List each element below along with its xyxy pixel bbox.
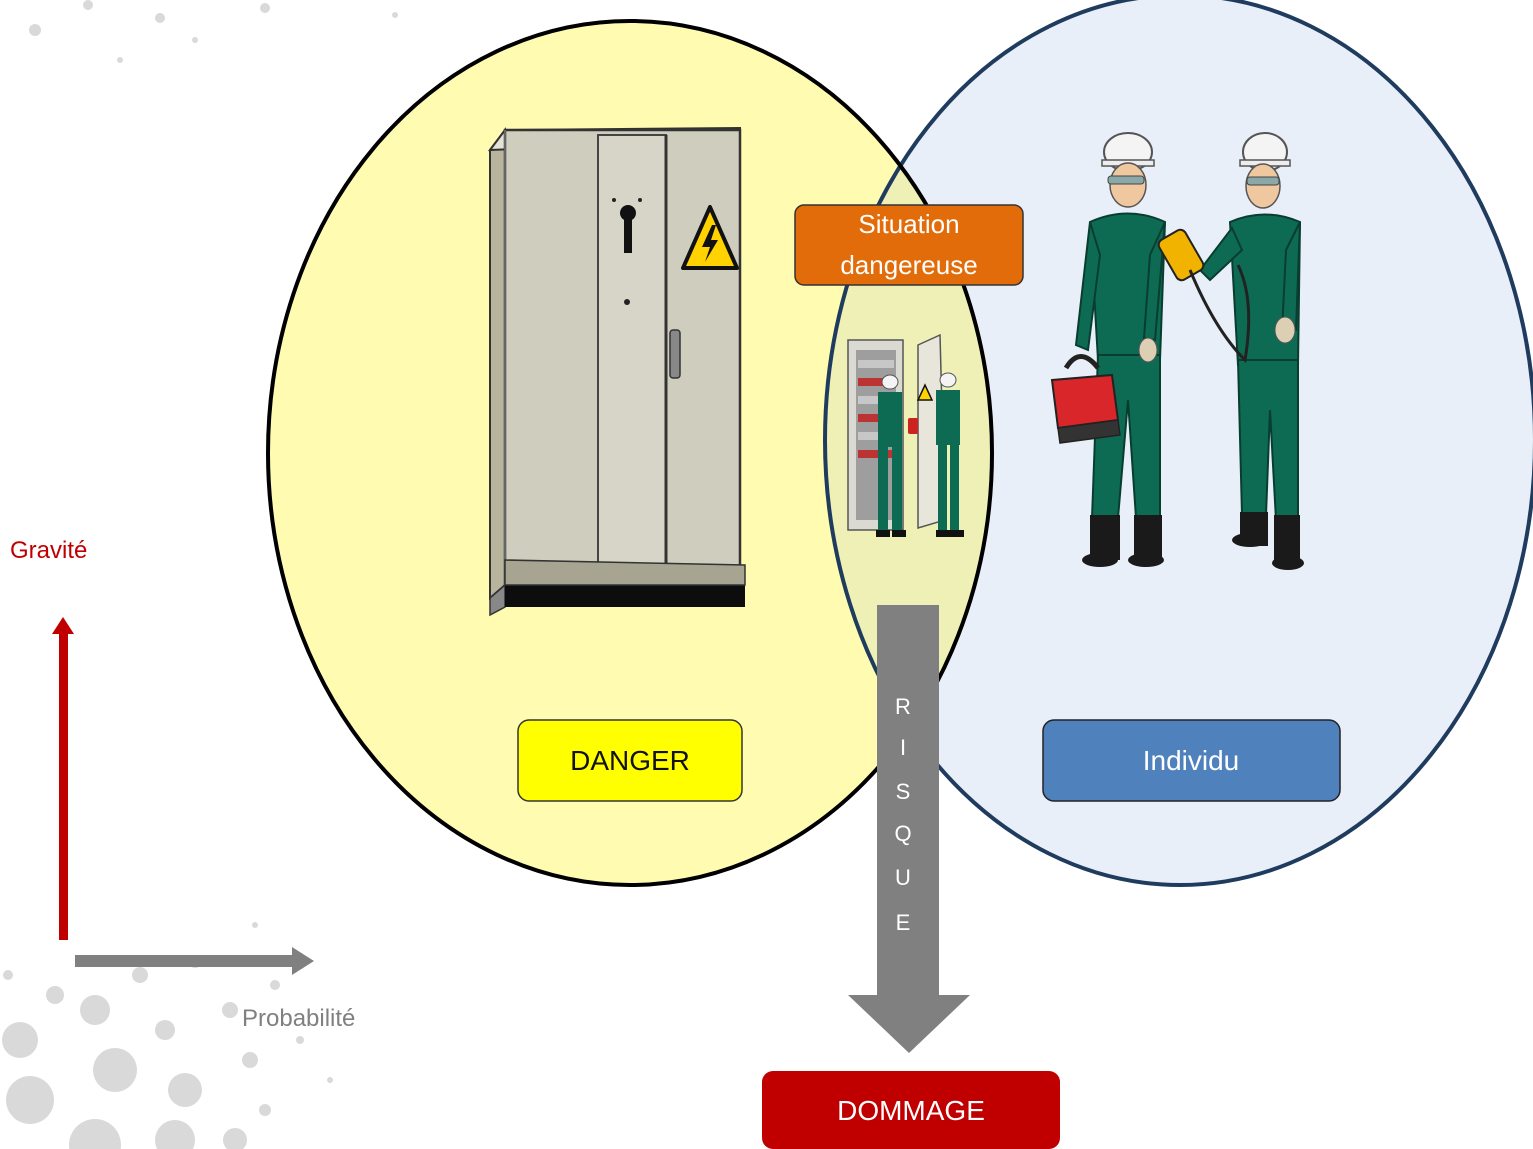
gravite-label: Gravité	[10, 537, 87, 564]
danger-label: DANGER	[570, 745, 690, 776]
worker-with-tester	[1157, 132, 1304, 570]
electrical-cabinet-icon	[487, 126, 746, 617]
risque-letter: R	[895, 694, 911, 719]
risque-letter: Q	[894, 821, 911, 846]
risque-arrow: R I S Q U E	[848, 605, 970, 1053]
high-voltage-warning-icon	[681, 205, 739, 270]
situation-label-line2: dangereuse	[840, 250, 977, 280]
situation-label-line1: Situation	[858, 209, 959, 239]
situation-dangereuse-badge: Situation dangereuse	[794, 204, 1024, 286]
decorative-dots	[2, 0, 398, 1149]
danger-badge: DANGER	[517, 719, 743, 802]
risque-letter: U	[895, 865, 911, 890]
individu-label: Individu	[1143, 745, 1240, 776]
danger-circle-outline	[266, 19, 994, 887]
electrician-workers-icon	[1050, 132, 1304, 570]
toolbox-icon	[1050, 354, 1121, 444]
individu-circle-outline	[823, 0, 1533, 887]
individu-badge: Individu	[1042, 719, 1341, 802]
risque-letters: R I S Q U E	[894, 694, 911, 935]
dommage-label: DOMMAGE	[837, 1095, 985, 1126]
gravite-axis: Gravité	[10, 537, 87, 940]
technicians-at-cabinet-icon	[847, 333, 964, 537]
worker-with-toolbox	[1050, 132, 1167, 567]
probabilite-label: Probabilité	[242, 1005, 355, 1032]
risque-letter: E	[896, 910, 911, 935]
dommage-badge: DOMMAGE	[762, 1071, 1060, 1149]
risque-letter: S	[896, 779, 911, 804]
probabilite-axis: Probabilité	[75, 947, 355, 1032]
risque-letter: I	[900, 735, 906, 760]
